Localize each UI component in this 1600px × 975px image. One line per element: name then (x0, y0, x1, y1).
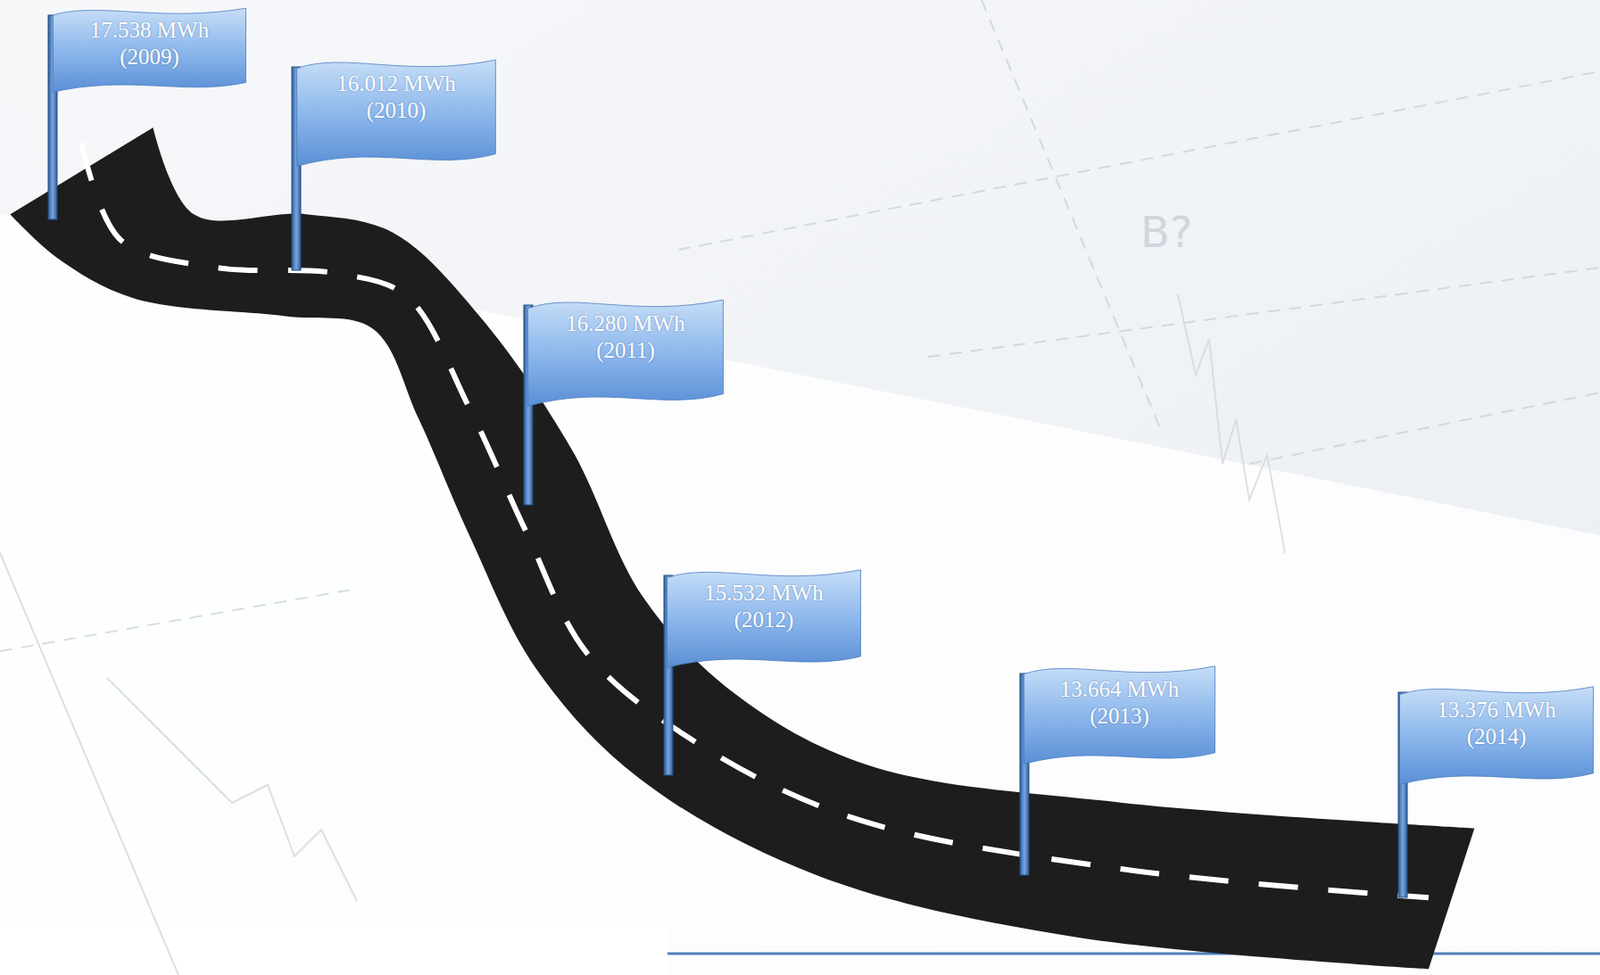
flag-node: 13.376 MWh (2014) (1395, 683, 1598, 796)
flag-label: 15.532 MWh (2012) (696, 580, 831, 634)
white-panel (0, 928, 670, 975)
rule-line (667, 953, 1600, 956)
flag-node: 13.664 MWh (2013) (1019, 663, 1219, 776)
flag-cloth (1400, 687, 1594, 786)
flag-label: 13.376 MWh (2014) (1429, 696, 1564, 751)
flag-label: 13.664 MWh (2013) (1052, 676, 1187, 730)
flag-cloth (1023, 666, 1215, 765)
flag-node: 16.280 MWh (2011) (523, 296, 728, 419)
flag-cloth (667, 570, 862, 669)
watermark: B? (1140, 207, 1193, 257)
road (9, 127, 1475, 970)
flag-cloth (528, 299, 724, 407)
flag-label: 16.280 MWh (2011) (558, 310, 693, 365)
flag-label: 17.538 MWh (2009) (82, 16, 217, 71)
flag-cloth (53, 8, 247, 92)
flag-node: 16.012 MWh (2010) (292, 56, 500, 179)
flag-node: 17.538 MWh (2009) (49, 5, 250, 102)
flag-label: 16.012 MWh (2010) (329, 70, 464, 125)
road-center-line (81, 142, 1428, 898)
flag-node: 15.532 MWh (2012) (663, 566, 865, 680)
grid-lines (0, 0, 1600, 652)
flag-cloth (297, 59, 497, 166)
